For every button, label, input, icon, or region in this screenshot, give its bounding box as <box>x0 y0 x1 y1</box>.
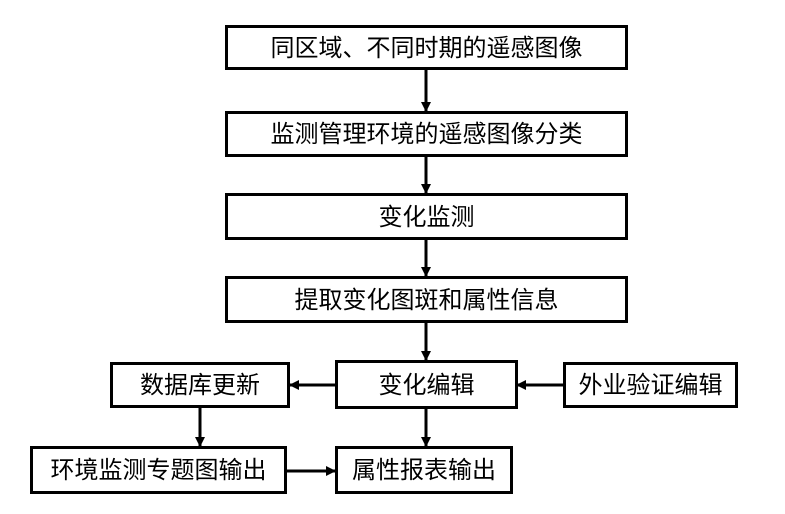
node-thematic-map-output: 环境监测专题图输出 <box>30 446 287 494</box>
node-change-detection-label: 变化监测 <box>378 202 475 231</box>
node-change-editing-label: 变化编辑 <box>378 370 475 399</box>
node-source-images: 同区域、不同时期的遥感图像 <box>225 25 628 70</box>
node-thematic-map-output-label: 环境监测专题图输出 <box>50 456 267 484</box>
node-field-verification-label: 外业验证编辑 <box>578 371 723 399</box>
node-database-update: 数据库更新 <box>110 362 290 408</box>
node-change-editing: 变化编辑 <box>335 360 518 409</box>
node-classification: 监测管理环境的遥感图像分类 <box>225 111 628 157</box>
node-attribute-report-output: 属性报表输出 <box>335 446 513 494</box>
node-field-verification: 外业验证编辑 <box>563 362 738 408</box>
node-classification-label: 监测管理环境的遥感图像分类 <box>270 120 583 148</box>
node-extract-patches-label: 提取变化图斑和属性信息 <box>294 285 559 314</box>
node-extract-patches: 提取变化图斑和属性信息 <box>225 276 628 323</box>
node-attribute-report-output-label: 属性报表输出 <box>352 456 496 484</box>
node-source-images-label: 同区域、不同时期的遥感图像 <box>270 33 583 62</box>
node-change-detection: 变化监测 <box>225 193 628 240</box>
node-database-update-label: 数据库更新 <box>140 371 260 399</box>
